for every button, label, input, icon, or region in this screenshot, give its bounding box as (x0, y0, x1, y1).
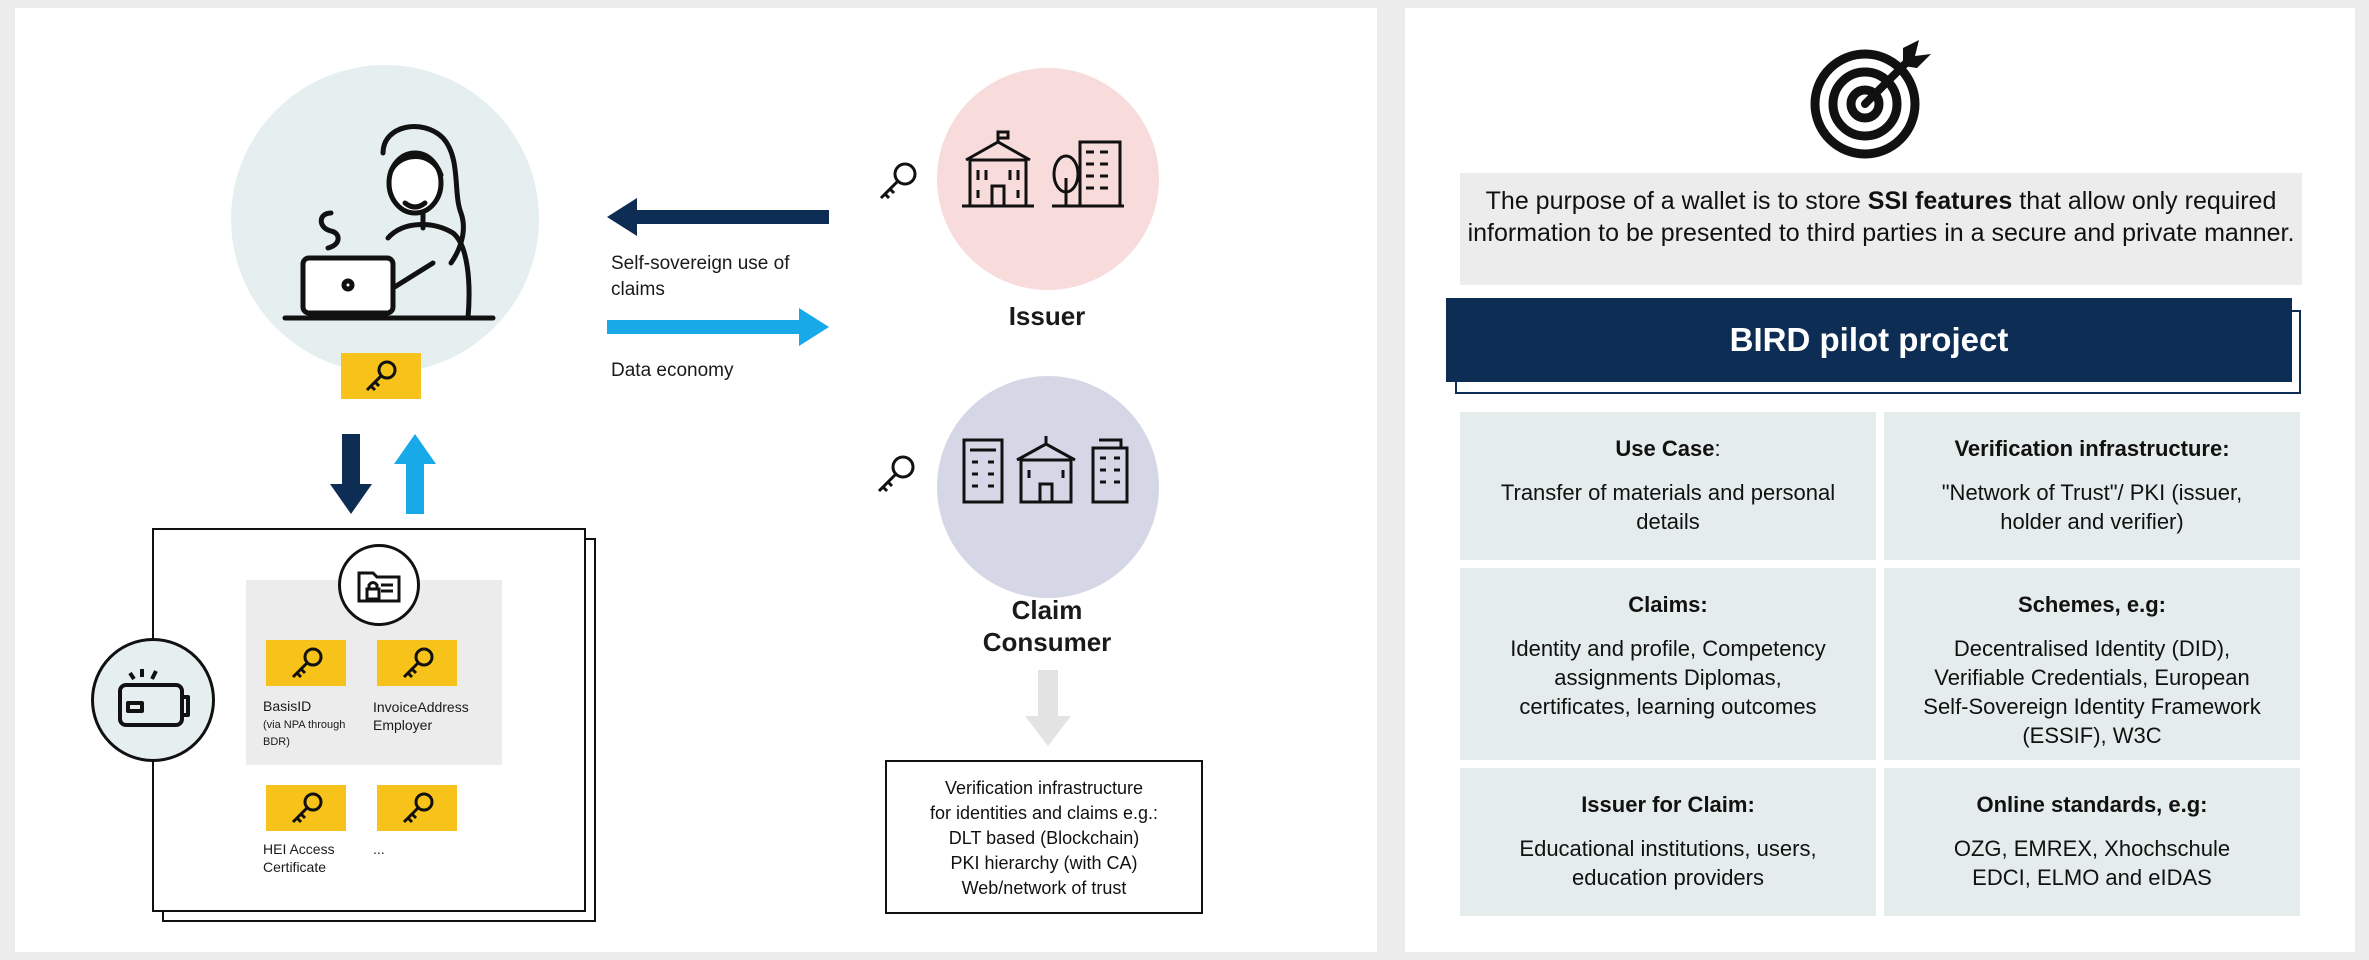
verification-line: for identities and claims e.g.: (929, 803, 1159, 823)
claim-label: BasisID (263, 698, 312, 714)
key-icon (877, 455, 915, 493)
arrow-left-label: Self-sovereign use of claims (611, 253, 790, 300)
user-circle (231, 65, 539, 373)
key-icon (365, 360, 397, 392)
verification-box: Verification infrastructure for identiti… (885, 760, 1203, 914)
cell-heading: Verification infrastructure: (1954, 436, 2230, 461)
claim-label-hei: HEI Access Certificate (263, 841, 335, 875)
target-icon (1810, 40, 1931, 159)
purpose-bold: SSI features (1867, 187, 2013, 215)
cell-online-standards: Online standards, e.g: OZG, EMREX, Xhoch… (1884, 768, 2300, 916)
cell-body: Transfer of materials and personal detai… (1500, 480, 1836, 534)
key-icon (879, 162, 917, 200)
cell-body: "Network of Trust"/ PKI (issuer, holder … (1941, 480, 2243, 534)
purpose-box: The purpose of a wallet is to store SSI … (1460, 173, 2302, 285)
key-icon (291, 647, 323, 679)
verification-line: DLT based (Blockchain) (948, 828, 1140, 848)
up-arrow (394, 434, 436, 514)
building-icon (1016, 436, 1076, 504)
cell-heading: Use Case (1615, 436, 1715, 461)
user-laptop-icon (282, 124, 496, 321)
claim-label-basisid: BasisID (via NPA through BDR) (263, 698, 373, 749)
cell-verification: Verification infrastructure: "Network of… (1884, 412, 2300, 560)
key-icon (402, 792, 434, 824)
cell-body: Educational institutions, users, educati… (1519, 836, 1817, 890)
wallet-icon (91, 638, 215, 762)
down-arrow-light (1025, 670, 1071, 746)
verification-line: Verification infrastructure (944, 778, 1144, 798)
consumer-label: Claim Consumer (982, 595, 1112, 657)
verification-line: PKI hierarchy (with CA) (950, 853, 1138, 873)
cell-heading: Online standards, e.g: (1976, 792, 2208, 817)
cell-heading: Schemes, e.g: (2018, 592, 2166, 617)
cell-body: OZG, EMREX, Xhochschule EDCI, ELMO and e… (1953, 836, 2231, 890)
cell-use-case: Use Case: Transfer of materials and pers… (1460, 412, 1876, 560)
claim-sublabel: (via NPA through BDR) (263, 719, 346, 748)
cell-heading-suffix: : (1714, 436, 1721, 461)
verification-line: Web/network of trust (961, 878, 1127, 898)
claim-label-invoice: InvoiceAddress Employer (373, 699, 469, 733)
purpose-text-end: that allow only required information to … (1467, 187, 2295, 247)
issuer-label: Issuer (1008, 301, 1086, 331)
left-panel: BasisID (via NPA through BDR) InvoiceAdd… (15, 8, 1377, 952)
cell-claims: Claims: Identity and profile, Competency… (1460, 568, 1876, 760)
cell-schemes: Schemes, e.g: Decentralised Identity (DI… (1884, 568, 2300, 760)
cell-body: Identity and profile, Competency assignm… (1510, 636, 1826, 719)
arrow-right (607, 308, 829, 346)
claim-label-more: ... (373, 841, 385, 857)
down-arrow (330, 434, 372, 514)
key-icon (291, 792, 323, 824)
issuer-circle (937, 68, 1159, 290)
cell-heading: Claims: (1628, 592, 1708, 617)
folder-lock-icon (338, 544, 420, 626)
key-icon (402, 647, 434, 679)
building-icon (1091, 438, 1129, 504)
cell-heading: Issuer for Claim: (1581, 792, 1755, 817)
cell-issuer-for-claim: Issuer for Claim: Educational institutio… (1460, 768, 1876, 916)
pilot-title: BIRD pilot project (1446, 298, 2292, 382)
arrow-right-label: Data economy (611, 360, 734, 381)
building-icon (962, 438, 1004, 504)
right-panel: The purpose of a wallet is to store SSI … (1405, 8, 2355, 952)
purpose-text: The purpose of a wallet is to store (1485, 187, 1868, 215)
building-icon (1052, 140, 1124, 208)
building-icon (962, 130, 1034, 208)
arrow-left (607, 198, 829, 236)
cell-body: Decentralised Identity (DID), Verifiable… (1923, 636, 2261, 748)
